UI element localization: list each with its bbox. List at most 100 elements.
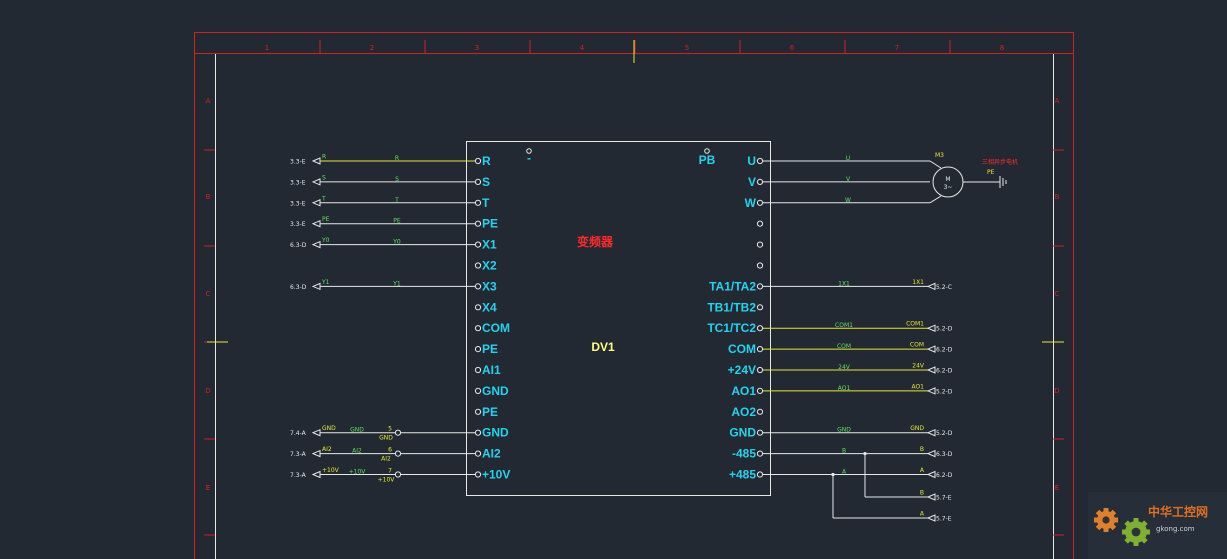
pe-label: PE bbox=[987, 169, 995, 176]
cross-reference: 5.2-C bbox=[936, 284, 952, 291]
gear-hole bbox=[1131, 527, 1141, 537]
pin-label-left: PE bbox=[482, 217, 498, 231]
pin-terminal-minus bbox=[526, 148, 532, 154]
row-letter-right: C bbox=[1055, 290, 1060, 298]
wire-tag: W bbox=[845, 197, 851, 204]
pin-terminal bbox=[756, 387, 764, 394]
ref-arrow bbox=[926, 449, 936, 458]
pin-terminal bbox=[756, 199, 764, 206]
pin-label-right: TA1/TA2 bbox=[709, 279, 756, 293]
wire-number: +10V bbox=[322, 467, 340, 474]
row-letter-right: D bbox=[1054, 387, 1059, 395]
pin-terminal bbox=[756, 262, 764, 269]
column-number: 2 bbox=[370, 44, 374, 52]
watermark-url: gkong.com bbox=[1156, 525, 1195, 533]
motor-phase: 3~ bbox=[944, 184, 953, 191]
motor-lead bbox=[929, 195, 942, 204]
pin-label-pb: PB bbox=[699, 153, 716, 167]
pin-terminal bbox=[756, 429, 764, 436]
pin-terminal bbox=[474, 387, 482, 394]
pin-terminal bbox=[474, 366, 482, 374]
pin-label-left: S bbox=[482, 175, 490, 189]
wire-number: AO1 bbox=[911, 383, 924, 390]
inverter-block: RSTPEX1X2X3X4COMPEAI1GNDPEGNDAI2+10VUVWT… bbox=[466, 141, 771, 496]
pin-label-left: AI2 bbox=[482, 447, 501, 461]
wire-number: Y1 bbox=[321, 279, 330, 286]
pin-label-right: TB1/TB2 bbox=[707, 300, 756, 314]
pin-terminal bbox=[756, 325, 764, 332]
pin-label-right: GND bbox=[729, 426, 756, 440]
cross-reference: 6.3-D bbox=[290, 284, 307, 291]
ref-arrow bbox=[311, 470, 321, 479]
row-letter-left: C bbox=[206, 290, 211, 298]
pin-label-left: +10V bbox=[482, 468, 510, 482]
pin-terminal bbox=[756, 304, 764, 311]
wire-tag: R bbox=[395, 155, 399, 162]
wire-number: S bbox=[322, 174, 326, 181]
pin-terminal bbox=[756, 346, 764, 353]
ref-arrow bbox=[926, 514, 936, 522]
ref-arrow bbox=[926, 387, 936, 395]
connector-pin-name: GND bbox=[379, 435, 393, 442]
wire-tag: GND bbox=[350, 427, 364, 434]
pin-label-right: U bbox=[747, 154, 756, 168]
ref-arrow bbox=[926, 366, 936, 374]
pin-terminal bbox=[474, 429, 482, 436]
wire-tag: 24V bbox=[838, 364, 851, 371]
cross-reference: 5.2-D bbox=[936, 430, 953, 437]
wire-tag: COM bbox=[837, 343, 851, 350]
wire-number: A bbox=[920, 511, 925, 518]
wire-number: Y0 bbox=[321, 237, 330, 244]
pin-label-right: AO2 bbox=[731, 405, 756, 419]
ref-arrow bbox=[311, 282, 321, 291]
pin-label-minus: - bbox=[527, 151, 531, 165]
motor-lead bbox=[929, 160, 942, 169]
pin-terminal bbox=[474, 262, 482, 269]
connector-pin-name: AI2 bbox=[381, 456, 391, 463]
wire-number: A bbox=[920, 467, 925, 474]
wire-number: PE bbox=[322, 216, 330, 223]
pin-label-left: X4 bbox=[482, 300, 497, 314]
motor-symbol: M bbox=[945, 176, 950, 183]
ref-arrow bbox=[311, 157, 321, 165]
wire-tag: AO1 bbox=[838, 385, 851, 392]
cross-reference: 3.3-E bbox=[290, 159, 306, 166]
cross-reference: 3.3-E bbox=[290, 179, 306, 186]
inverter-outline bbox=[466, 141, 771, 496]
pin-label-left: GND bbox=[482, 384, 509, 398]
ref-arrow bbox=[926, 470, 936, 479]
pin-label-left: GND bbox=[482, 426, 509, 440]
ref-arrow bbox=[926, 345, 936, 353]
connector-pin-number: 7 bbox=[388, 468, 392, 475]
column-number: 6 bbox=[790, 44, 795, 52]
cross-reference: 5.2-D bbox=[936, 388, 953, 395]
row-letter-left: E bbox=[206, 484, 210, 492]
row-letter-left: D bbox=[205, 387, 210, 395]
pin-terminal bbox=[474, 283, 482, 290]
cross-reference: 3.3-E bbox=[290, 221, 306, 228]
pin-terminal bbox=[474, 157, 482, 165]
ref-arrow bbox=[311, 219, 321, 228]
row-letter-left: E bbox=[206, 484, 210, 492]
wire-tag: AI2 bbox=[352, 448, 362, 455]
pin-label-left: X1 bbox=[482, 238, 497, 252]
wire-number: GND bbox=[322, 425, 336, 432]
connector-terminal bbox=[394, 429, 402, 436]
wire-tag: GND bbox=[837, 427, 851, 434]
column-number: 7 bbox=[895, 44, 899, 52]
pin-label-left: PE bbox=[482, 342, 498, 356]
connector-pin-number: 5 bbox=[388, 426, 392, 433]
pin-terminal bbox=[756, 471, 764, 478]
pin-terminal bbox=[756, 241, 764, 248]
wire-number: T bbox=[321, 195, 326, 202]
pin-label-left: X3 bbox=[482, 279, 497, 293]
pin-terminal bbox=[474, 220, 482, 227]
pin-terminal bbox=[474, 408, 482, 415]
pin-terminal bbox=[474, 178, 482, 185]
pin-terminal bbox=[756, 220, 764, 227]
row-letter-right: A bbox=[1055, 97, 1060, 105]
